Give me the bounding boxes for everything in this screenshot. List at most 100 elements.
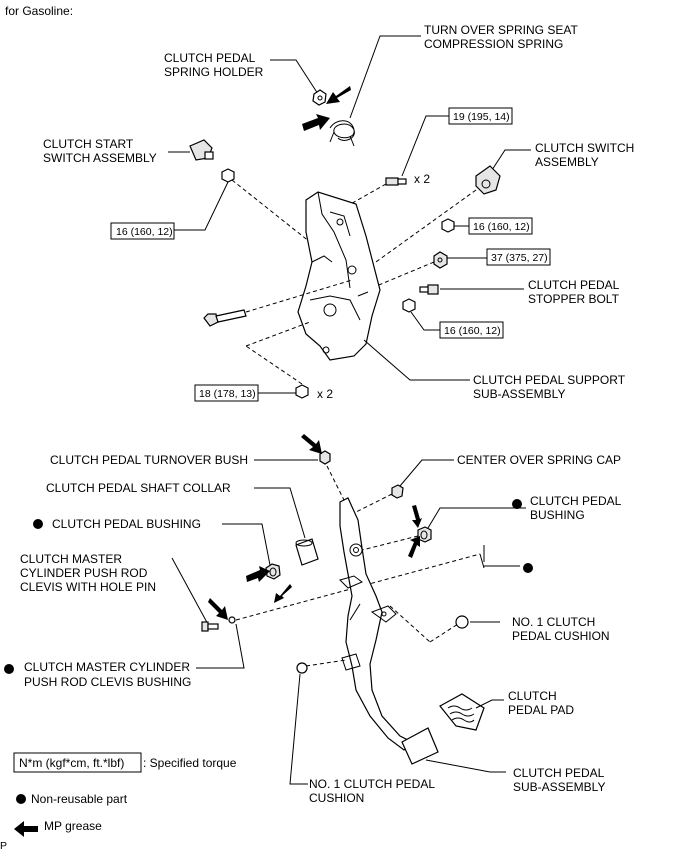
grease-legend-arrow-icon	[14, 821, 38, 837]
flange-nut-bottom	[295, 384, 309, 399]
label-pedal-bushing-right-line1: CLUTCH PEDAL	[530, 494, 622, 508]
label-turn-over-spring-line1: TURN OVER SPRING SEAT	[424, 23, 578, 37]
torque-16-left: 16 (160, 12)	[116, 226, 173, 238]
cushion-bottom-part	[296, 662, 308, 674]
torque-box-37	[486, 248, 551, 266]
leader-cushion-bottom	[289, 673, 308, 785]
long-bolt-part	[203, 309, 247, 327]
leader-torque-16-left	[174, 181, 229, 231]
label-pedal-bushing-left: CLUTCH PEDAL BUSHING	[52, 517, 201, 531]
label-clevis-line2: CYLINDER PUSH ROD	[20, 566, 148, 580]
dashed-guide-bottom-mid	[245, 321, 311, 347]
label-shaft-collar: CLUTCH PEDAL SHAFT COLLAR	[46, 481, 231, 495]
pedal-bushing-left-part	[265, 563, 281, 580]
dashed-guide-cushion-bottom	[305, 659, 347, 667]
nonreusable-marker-icon	[4, 664, 14, 674]
label-pedal-bushing-right-line2: BUSHING	[530, 508, 585, 522]
dashed-guide-right-bushing	[361, 535, 419, 551]
leader-shaft-collar	[254, 487, 306, 539]
switch-lock-nut	[441, 218, 455, 233]
label-stopper-bolt-line2: STOPPER BOLT	[528, 292, 620, 306]
grease-arrow-icon	[301, 434, 322, 454]
torque-16-stopper: 16 (160, 12)	[444, 325, 501, 337]
pivot-nut	[433, 251, 448, 269]
torque-box-16-left	[110, 222, 175, 240]
label-start-switch-line1: CLUTCH START	[43, 137, 134, 151]
leader-center-cap	[399, 459, 454, 487]
leader-torque-19	[401, 115, 449, 177]
label-support-line1: CLUTCH PEDAL SUPPORT	[473, 373, 626, 387]
spring-holder-part	[312, 89, 327, 106]
dashed-guide-bottom-left	[245, 345, 303, 385]
nonreusable-legend-icon	[16, 794, 26, 804]
shaft-collar-part	[295, 538, 319, 566]
corner-mark: P	[0, 840, 7, 852]
pedal-support-bracket	[297, 191, 381, 361]
flange-nut-left	[221, 168, 235, 183]
grease-arrow-icon	[274, 584, 292, 603]
label-turn-over-spring-line2: COMPRESSION SPRING	[424, 37, 563, 51]
multiplier-x2-bottom: x 2	[317, 387, 333, 401]
grease-arrow-icon	[302, 114, 330, 131]
leader-clevis-bushing	[196, 623, 245, 669]
leader-support	[363, 339, 470, 381]
dashed-guide-turnover	[326, 465, 345, 501]
grease-arrow-icon	[408, 536, 420, 558]
marker-line-clevis	[479, 553, 485, 569]
dashed-guide-cushion-right2	[429, 623, 459, 643]
leader-pedal-bushing-left	[222, 523, 271, 566]
label-stopper-bolt-line1: CLUTCH PEDAL	[528, 278, 620, 292]
torque-37: 37 (375, 27)	[491, 252, 548, 264]
multiplier-x2-top: x 2	[414, 172, 430, 186]
stopper-bolt-part	[419, 284, 439, 295]
legend-nonreusable: Non-reusable part	[31, 792, 128, 806]
leader-clutch-switch	[491, 149, 531, 171]
pedal-pad-part	[439, 693, 485, 731]
grease-arrow-icon	[326, 86, 351, 104]
start-switch-part	[189, 139, 214, 161]
label-cushion-right-line2: PEDAL CUSHION	[512, 629, 610, 643]
legend-torque-box	[13, 752, 142, 773]
label-clevis-line3: CLEVIS WITH HOLE PIN	[20, 580, 156, 594]
stopper-lock-nut	[402, 298, 416, 313]
nonreusable-marker-icon	[512, 499, 522, 509]
torque-16-switch: 16 (160, 12)	[473, 221, 530, 233]
label-spring-holder-line1: CLUTCH PEDAL	[164, 51, 256, 65]
label-turnover-bush: CLUTCH PEDAL TURNOVER BUSH	[50, 453, 248, 467]
nonreusable-marker-icon	[33, 519, 43, 529]
nonreusable-marker-icon	[523, 563, 533, 573]
label-clevis-bushing-line1: CLUTCH MASTER CYLINDER	[24, 660, 190, 674]
grease-arrow-icon	[208, 598, 228, 620]
label-start-switch-line2: SWITCH ASSEMBLY	[43, 151, 157, 165]
label-clutch-switch-line2: ASSEMBLY	[535, 155, 599, 169]
grease-arrow-icon	[412, 505, 422, 528]
legend-torque-units: N*m (kgf*cm, ft.*lbf)	[19, 756, 124, 770]
clutch-pedal-arm	[339, 497, 414, 751]
dashed-guide-cushion-right	[389, 605, 431, 643]
label-spring-holder-line2: SPRING HOLDER	[164, 65, 264, 79]
leader-pedal-sub	[425, 759, 506, 773]
leader-pedal-bushing-right	[427, 507, 526, 529]
leader-pedal-pad	[475, 699, 504, 709]
label-cushion-bottom-line1: NO. 1 CLUTCH PEDAL	[309, 777, 435, 791]
clevis-bushing-part	[228, 616, 236, 624]
diagram-heading: for Gasoline:	[5, 4, 73, 18]
label-cushion-right-line1: NO. 1 CLUTCH	[512, 615, 595, 629]
label-cushion-bottom-line2: CUSHION	[309, 791, 364, 805]
label-support-line2: SUB-ASSEMBLY	[473, 387, 565, 401]
label-pedal-pad-line2: PEDAL PAD	[508, 703, 574, 717]
dashed-guide-left-nut	[231, 179, 321, 251]
cushion-right-part	[455, 615, 469, 629]
label-center-cap: CENTER OVER SPRING CAP	[457, 453, 621, 467]
leader-clevis	[171, 557, 211, 629]
compression-spring-part	[329, 120, 355, 147]
torque-18: 18 (178, 13)	[199, 388, 256, 400]
label-clevis-line1: CLUTCH MASTER	[20, 552, 122, 566]
label-pedal-sub-line1: CLUTCH PEDAL	[513, 766, 605, 780]
legend-grease: MP grease	[44, 819, 102, 833]
label-pedal-pad-line1: CLUTCH	[508, 689, 557, 703]
label-pedal-sub-line2: SUB-ASSEMBLY	[513, 780, 605, 794]
label-clutch-switch-line1: CLUTCH SWITCH	[535, 141, 634, 155]
torque-19: 19 (195, 14)	[453, 111, 510, 123]
